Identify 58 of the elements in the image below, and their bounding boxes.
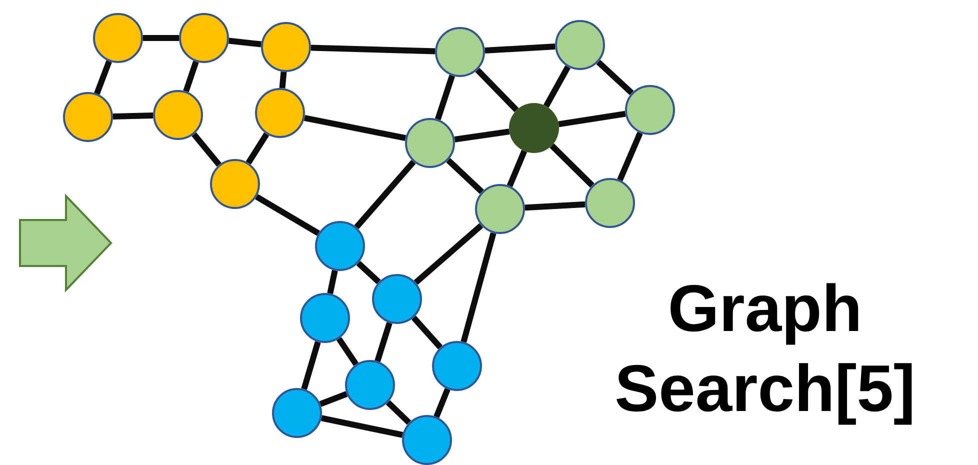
graph-node [179, 13, 229, 63]
graph-node [345, 360, 395, 410]
graph-edge [183, 60, 199, 92]
graph-node [255, 88, 305, 138]
graph-node [372, 274, 422, 324]
graph-edge [228, 38, 262, 48]
graph-edge [304, 114, 406, 142]
graph-edge [354, 160, 416, 230]
graph-edge [460, 232, 496, 343]
graph-edge [336, 337, 359, 366]
graph-edge [411, 316, 443, 350]
graph-node [405, 118, 455, 168]
graph-edge [327, 270, 338, 294]
graph-edge [143, 35, 179, 41]
graph-edge [544, 65, 570, 108]
highlighted-graph-node [509, 103, 559, 153]
graph-edge [374, 322, 392, 362]
graph-edge [454, 128, 510, 142]
graph-node [585, 178, 635, 228]
graph-edge [112, 112, 154, 120]
graph-edge [446, 158, 484, 194]
graph-node [153, 90, 203, 140]
graph-node [300, 293, 350, 343]
graph-edge [301, 341, 321, 390]
graph-node [402, 415, 452, 465]
graph-edge [246, 132, 270, 164]
title: Graph Search[5] [614, 270, 916, 427]
graph-node [261, 22, 311, 72]
graph-node [432, 341, 482, 391]
graph-node [555, 20, 605, 70]
graph-edge [558, 110, 626, 128]
graph-node [272, 388, 322, 438]
graph-node [63, 92, 113, 142]
graph-edge [506, 150, 528, 188]
graph-edge [596, 60, 634, 96]
graph-node [625, 85, 675, 135]
graph-node [315, 221, 365, 271]
graph-edge [484, 43, 556, 54]
graph-node [435, 27, 485, 77]
graph-edge [524, 201, 586, 211]
graph-edge [94, 60, 112, 95]
graph-edge [434, 388, 450, 418]
graph-edge [255, 194, 320, 236]
graph-edge [434, 74, 456, 120]
graph-edge [386, 400, 412, 425]
graph-edge [192, 132, 222, 167]
graph-edge [475, 68, 519, 112]
graph-edge [356, 260, 381, 284]
graph-edge [279, 72, 287, 88]
graph-edge [310, 44, 436, 54]
graph-edge [550, 143, 594, 188]
graph-node [93, 13, 143, 63]
graph-edge [320, 415, 404, 438]
graph-edge [617, 132, 643, 182]
graph-node [475, 184, 525, 234]
graph-edge [319, 391, 348, 407]
graph-node [210, 159, 260, 209]
graph-edge [414, 223, 484, 285]
